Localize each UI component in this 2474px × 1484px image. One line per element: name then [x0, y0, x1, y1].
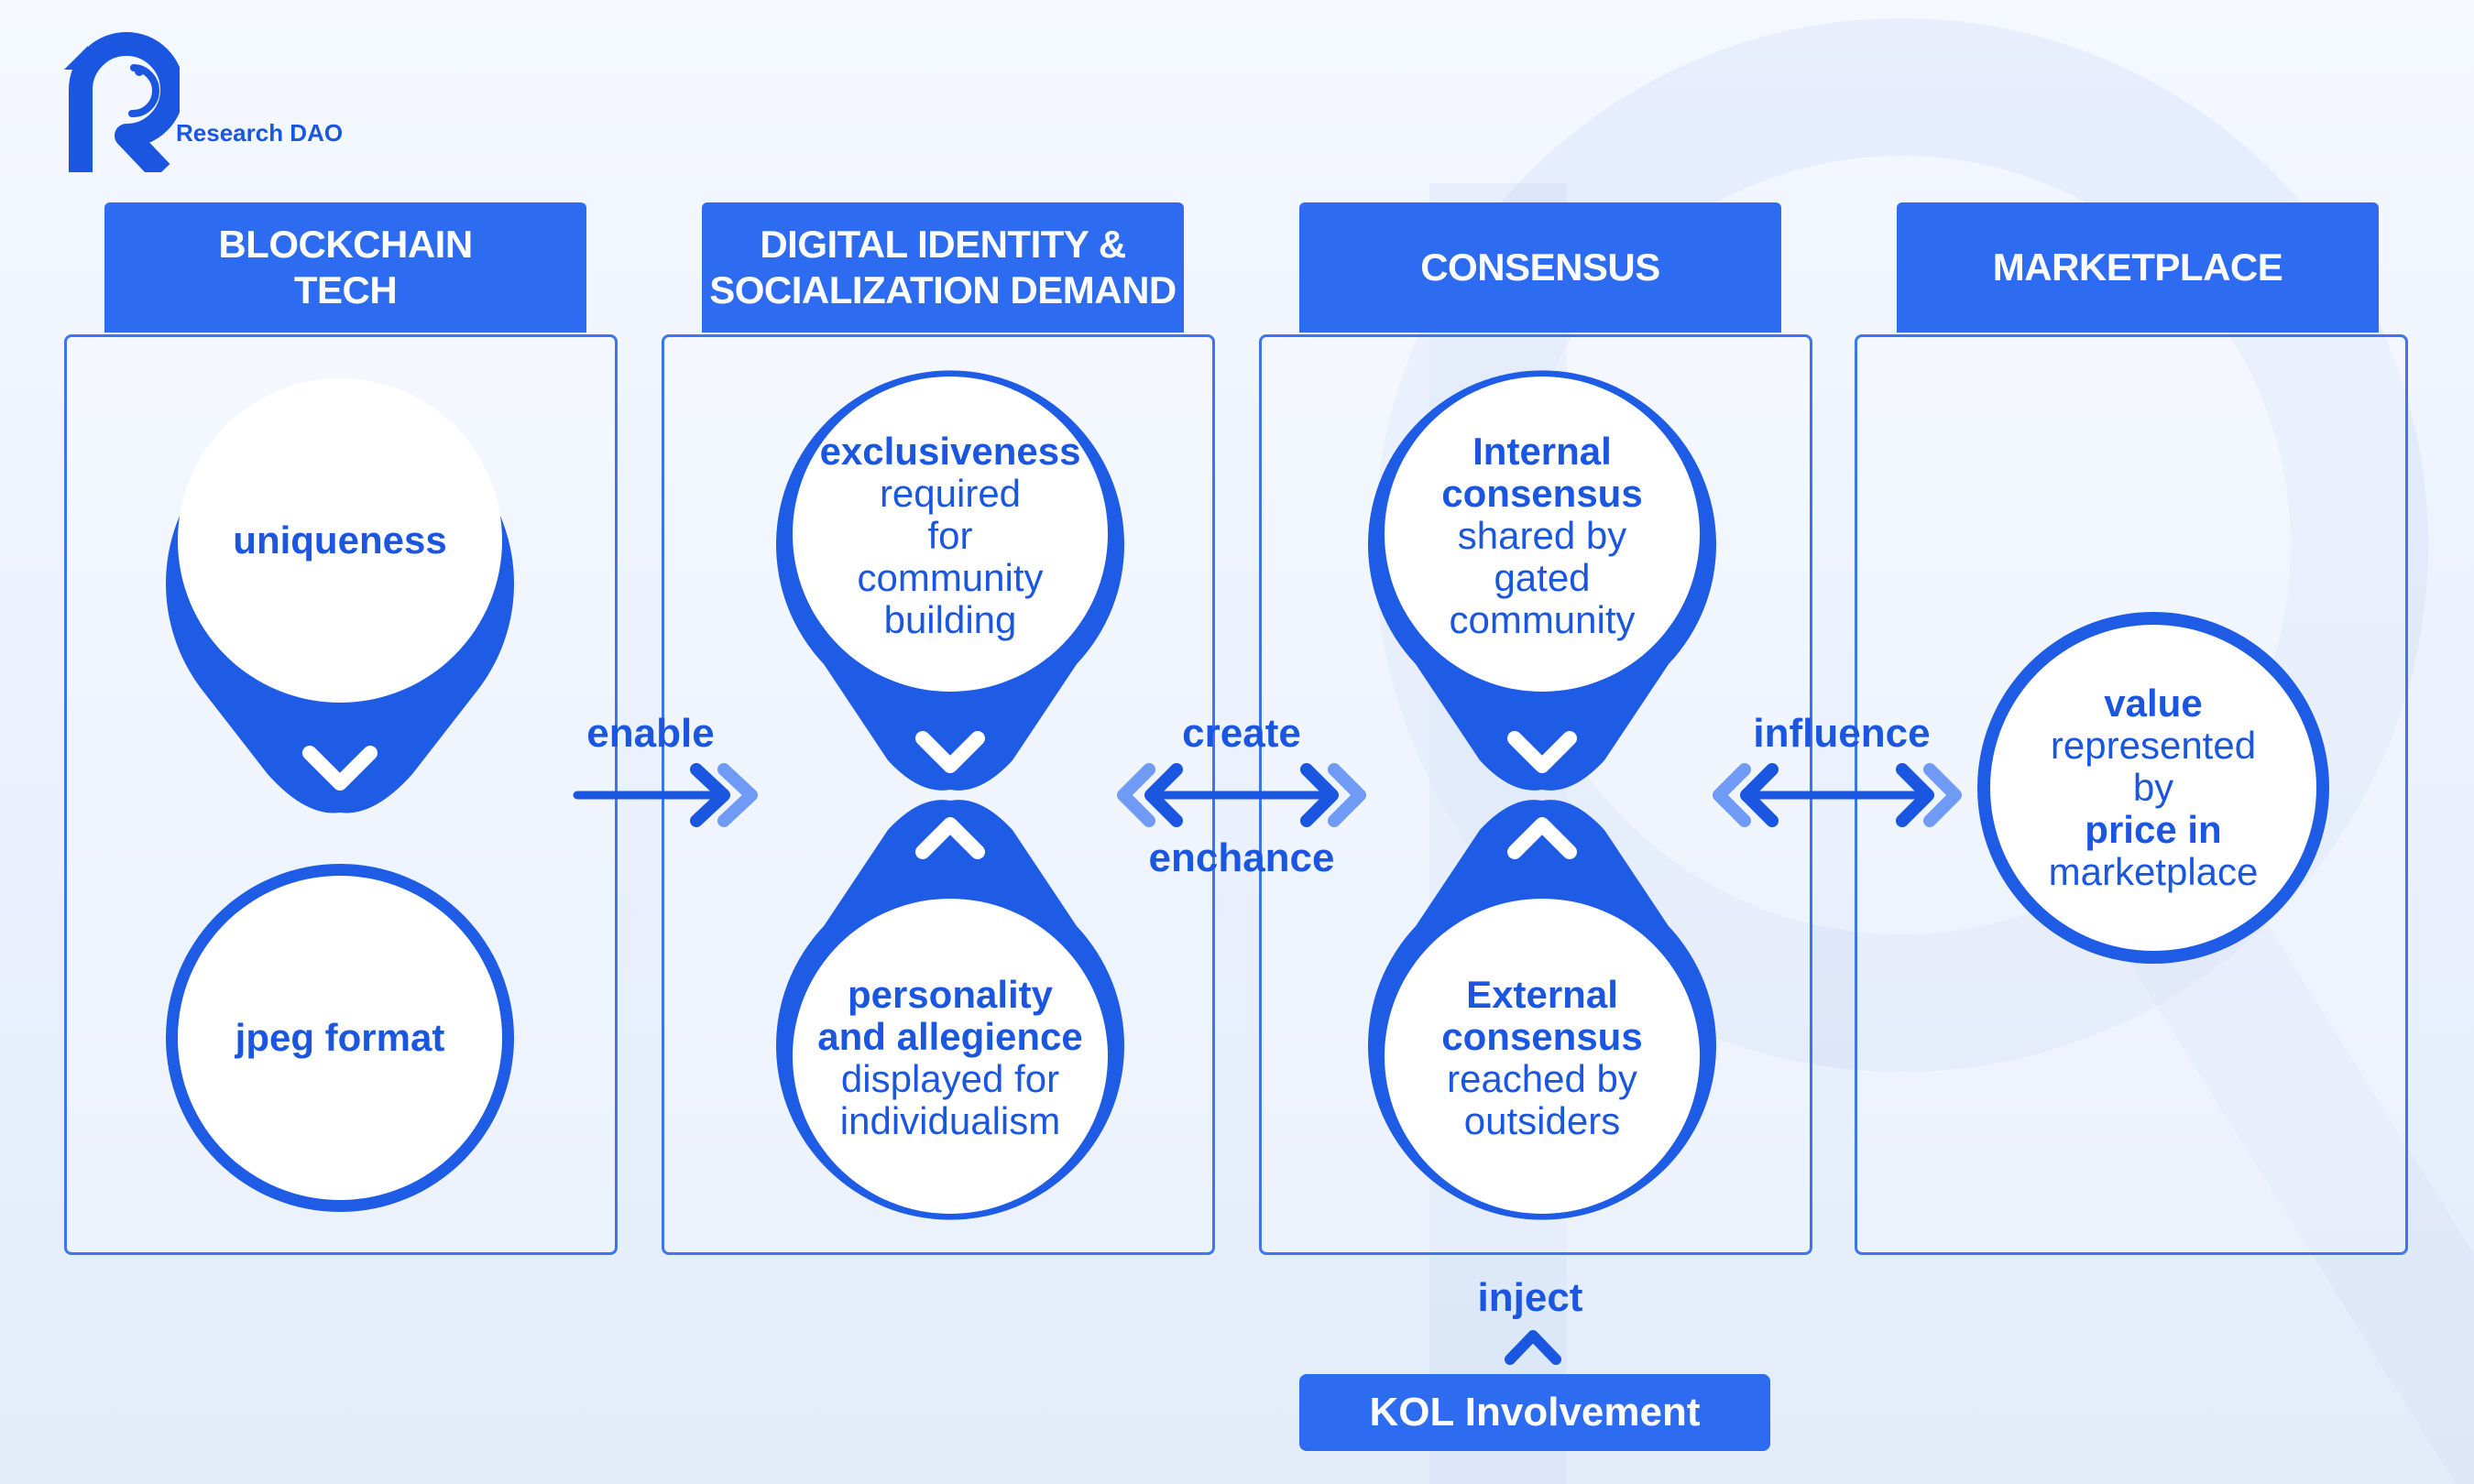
node-jpeg-format: jpeg format	[203, 946, 477, 1129]
connector-enable-label: enable	[586, 711, 715, 756]
personality-drop-shape	[776, 800, 1125, 1220]
node-line: jpeg format	[235, 1015, 445, 1059]
uniqueness-drop-shape	[166, 378, 514, 813]
connector-enchance-label: enchance	[1148, 835, 1335, 880]
node-line: exclusiveness	[819, 429, 1081, 473]
node-line: outsiders	[1463, 1099, 1621, 1143]
header-line: BLOCKCHAIN	[218, 222, 473, 266]
header-line: TECH	[293, 268, 398, 311]
node-line: by	[2132, 765, 2174, 809]
node-uniqueness: uniqueness	[203, 449, 477, 632]
node-line: Internal	[1472, 429, 1612, 473]
jpeg-circle-shape	[166, 864, 514, 1212]
node-line: personality	[847, 972, 1054, 1016]
node-line: consensus	[1441, 471, 1643, 515]
header-line: MARKETPLACE	[1992, 245, 2283, 289]
node-line: displayed for	[840, 1057, 1060, 1100]
node-line: gated	[1494, 556, 1591, 600]
connector-influence-label: influence	[1753, 711, 1931, 756]
research-dao-logo-icon	[64, 32, 180, 172]
node-line: uniqueness	[233, 518, 447, 562]
value-circle-shape	[1977, 612, 2329, 964]
header-consensus: CONSENSUS	[1299, 202, 1781, 333]
inject-up-chevron-icon	[1505, 1330, 1561, 1365]
exclusiveness-drop-shape	[776, 370, 1125, 791]
node-line: building	[883, 598, 1017, 642]
enable-arrow	[573, 763, 758, 827]
node-line: price in	[2085, 808, 2222, 852]
node-line: community	[857, 556, 1044, 600]
node-line: for	[927, 513, 973, 557]
node-internal-consensus: Internal consensus shared by gated commu…	[1386, 403, 1698, 669]
kol-involvement-label: KOL Involvement	[1369, 1390, 1701, 1435]
node-line: individualism	[839, 1099, 1061, 1143]
node-line: and allegience	[817, 1014, 1083, 1058]
internal-consensus-drop-shape	[1367, 370, 1716, 791]
header-marketplace: MARKETPLACE	[1897, 202, 2379, 333]
node-line: consensus	[1441, 1014, 1643, 1058]
header-digital-identity: DIGITAL IDENTITY &SOCIALIZATION DEMAND	[702, 202, 1184, 333]
kol-involvement-box: KOL Involvement	[1299, 1374, 1770, 1451]
create-double-arrow	[1117, 763, 1366, 827]
connector-inject-label: inject	[1477, 1275, 1583, 1320]
node-personality: personality and allegience displayed for…	[794, 962, 1106, 1154]
node-line: marketplace	[2048, 850, 2259, 894]
node-line: value	[2104, 681, 2203, 725]
header-line: DIGITAL IDENTITY &	[760, 222, 1126, 266]
node-line: community	[1449, 598, 1636, 642]
node-line: required	[879, 471, 1022, 515]
node-line: reached by	[1447, 1057, 1637, 1100]
header-line: CONSENSUS	[1420, 245, 1660, 289]
node-value: value represented by price in marketplac…	[1998, 660, 2309, 916]
external-consensus-drop-shape	[1368, 800, 1716, 1220]
node-exclusiveness: exclusiveness required for community bui…	[794, 403, 1106, 669]
influence-double-arrow	[1713, 763, 1962, 827]
node-line: represented	[2050, 723, 2257, 767]
node-line: shared by	[1457, 513, 1627, 557]
brand-name: Research DAO	[176, 119, 344, 147]
node-line: External	[1466, 972, 1618, 1016]
header-line: SOCIALIZATION DEMAND	[709, 268, 1177, 311]
node-external-consensus: External consensus reached by outsiders	[1386, 962, 1698, 1154]
connector-create-label: create	[1182, 711, 1301, 756]
